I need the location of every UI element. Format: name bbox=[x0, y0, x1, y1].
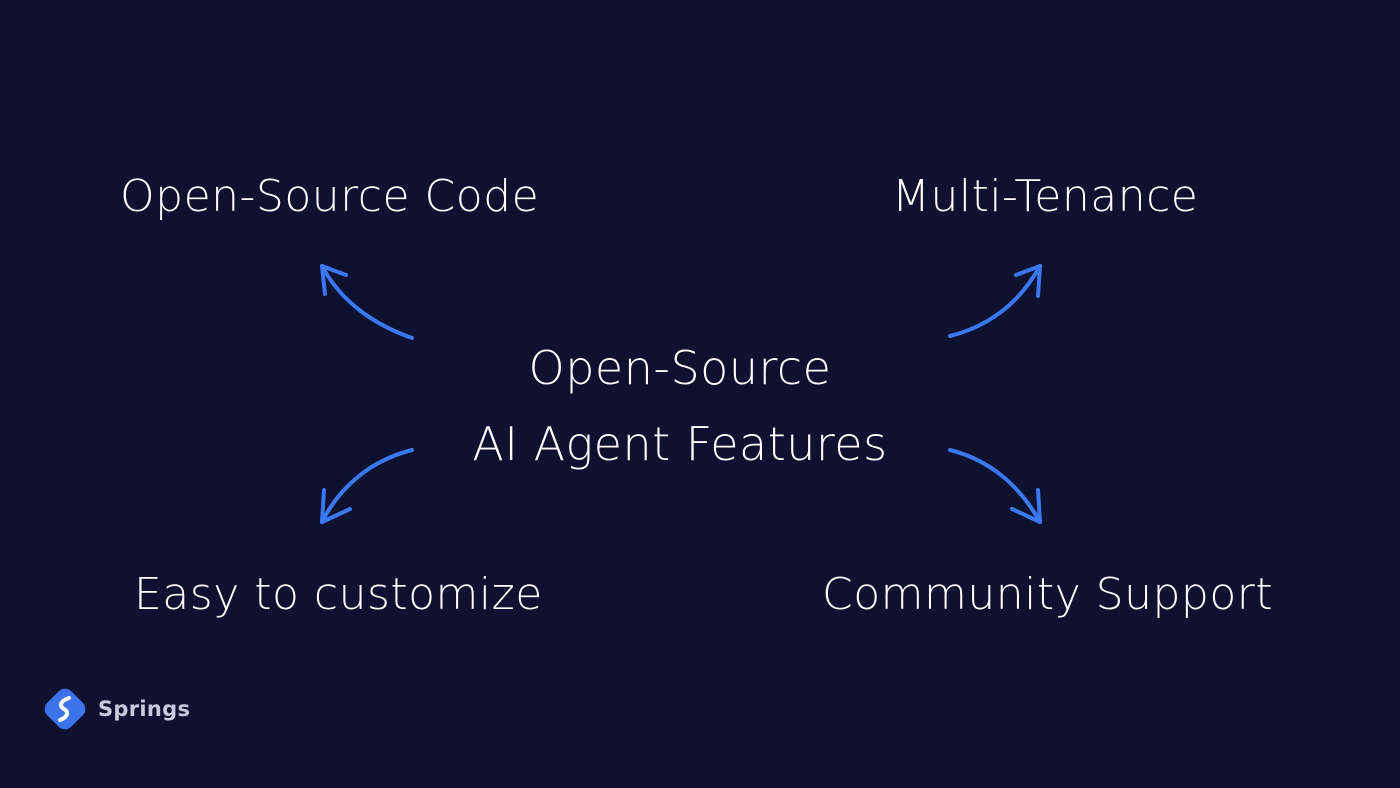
brand-name: Springs bbox=[98, 697, 191, 721]
arrow-top-right bbox=[948, 264, 1042, 338]
arrow-top-left bbox=[320, 264, 414, 340]
feature-open-source-code: Open-Source Code bbox=[120, 171, 540, 222]
center-title: Open-Source AI Agent Features bbox=[380, 330, 980, 482]
springs-logo-icon bbox=[44, 688, 86, 730]
brand-logo: Springs bbox=[40, 684, 190, 734]
feature-multi-tenance: Multi-Tenance bbox=[892, 171, 1199, 222]
feature-easy-to-customize: Easy to customize bbox=[134, 569, 543, 620]
center-title-line-1: Open-Source bbox=[528, 341, 832, 395]
feature-community-support: Community Support bbox=[822, 569, 1274, 620]
arrow-bottom-left bbox=[320, 448, 414, 524]
arrow-bottom-right bbox=[948, 448, 1042, 524]
center-title-line-2: AI Agent Features bbox=[472, 417, 888, 471]
